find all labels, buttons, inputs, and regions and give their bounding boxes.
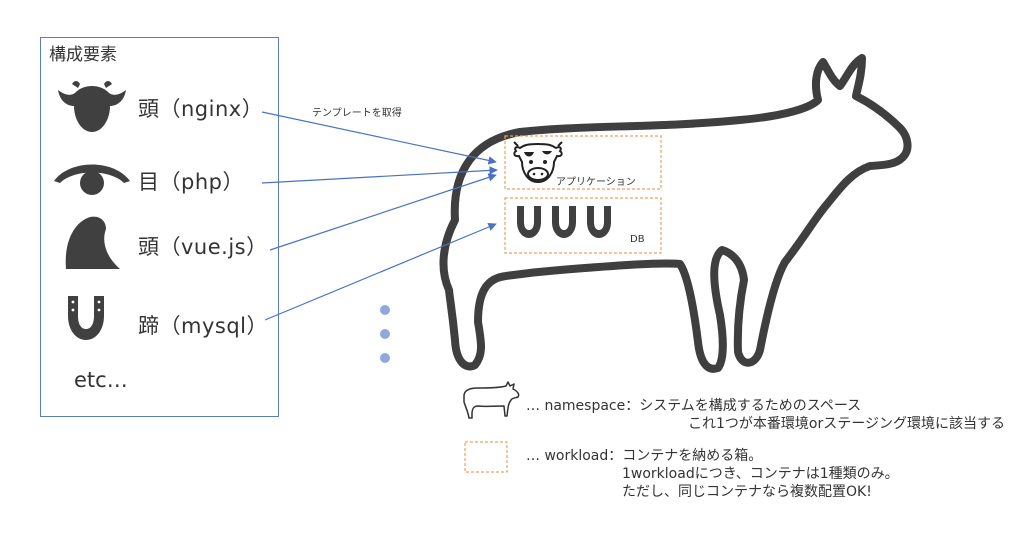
part-label-hoof-mysql: 蹄（mysql） [138, 314, 268, 338]
arrow-mysql-to-db [264, 223, 497, 321]
legend-workload-line3: ただし、同じコンテナなら複数配置OK! [622, 484, 872, 500]
ellipsis-dot [380, 305, 390, 315]
horseshoe-icon [552, 206, 576, 238]
application-label: アプリケーション [556, 177, 636, 188]
components-panel [40, 37, 279, 417]
etc-label: etc… [74, 368, 128, 392]
arrow-nginx-to-app [261, 111, 497, 165]
components-panel-title: 構成要素 [49, 45, 117, 65]
part-label-head-nginx: 頭（nginx） [138, 97, 264, 121]
workload-box-db [504, 197, 662, 254]
horseshoe-icon [68, 296, 104, 340]
legend-workload-line1: … workload：コンテナを納める箱。 [526, 448, 763, 464]
db-label: DB [630, 234, 645, 245]
part-label-head-vuejs: 頭（vue.js） [138, 235, 268, 259]
arrow-vuejs-to-app [269, 173, 497, 251]
ellipsis-dot [380, 353, 390, 363]
legend-workload-line2: 1workloadにつき、コンテナは1種類のみ。 [622, 466, 899, 482]
part-label-eye-php: 目（php） [138, 170, 244, 194]
hair-tuft-icon [65, 216, 120, 269]
eye-icon [54, 164, 130, 195]
arrow-label: テンプレートを取得 [312, 108, 402, 119]
horseshoe-icon [517, 206, 541, 238]
cow-face-icon [513, 141, 563, 184]
legend-namespace-line2: これ1つが本番環境orステージング環境に該当する [688, 416, 1005, 432]
workload-box-application [504, 135, 662, 190]
ellipsis-dot [380, 329, 390, 339]
arrow-php-to-app [261, 166, 498, 184]
workload-legend-box [464, 441, 508, 473]
cow-outline-shape [439, 54, 912, 373]
small-cow-icon [463, 381, 520, 419]
cow-head-icon [58, 81, 126, 132]
horseshoe-icon [587, 206, 611, 238]
legend-namespace-line1: … namespace：システムを構成するためのスペース [526, 398, 862, 414]
